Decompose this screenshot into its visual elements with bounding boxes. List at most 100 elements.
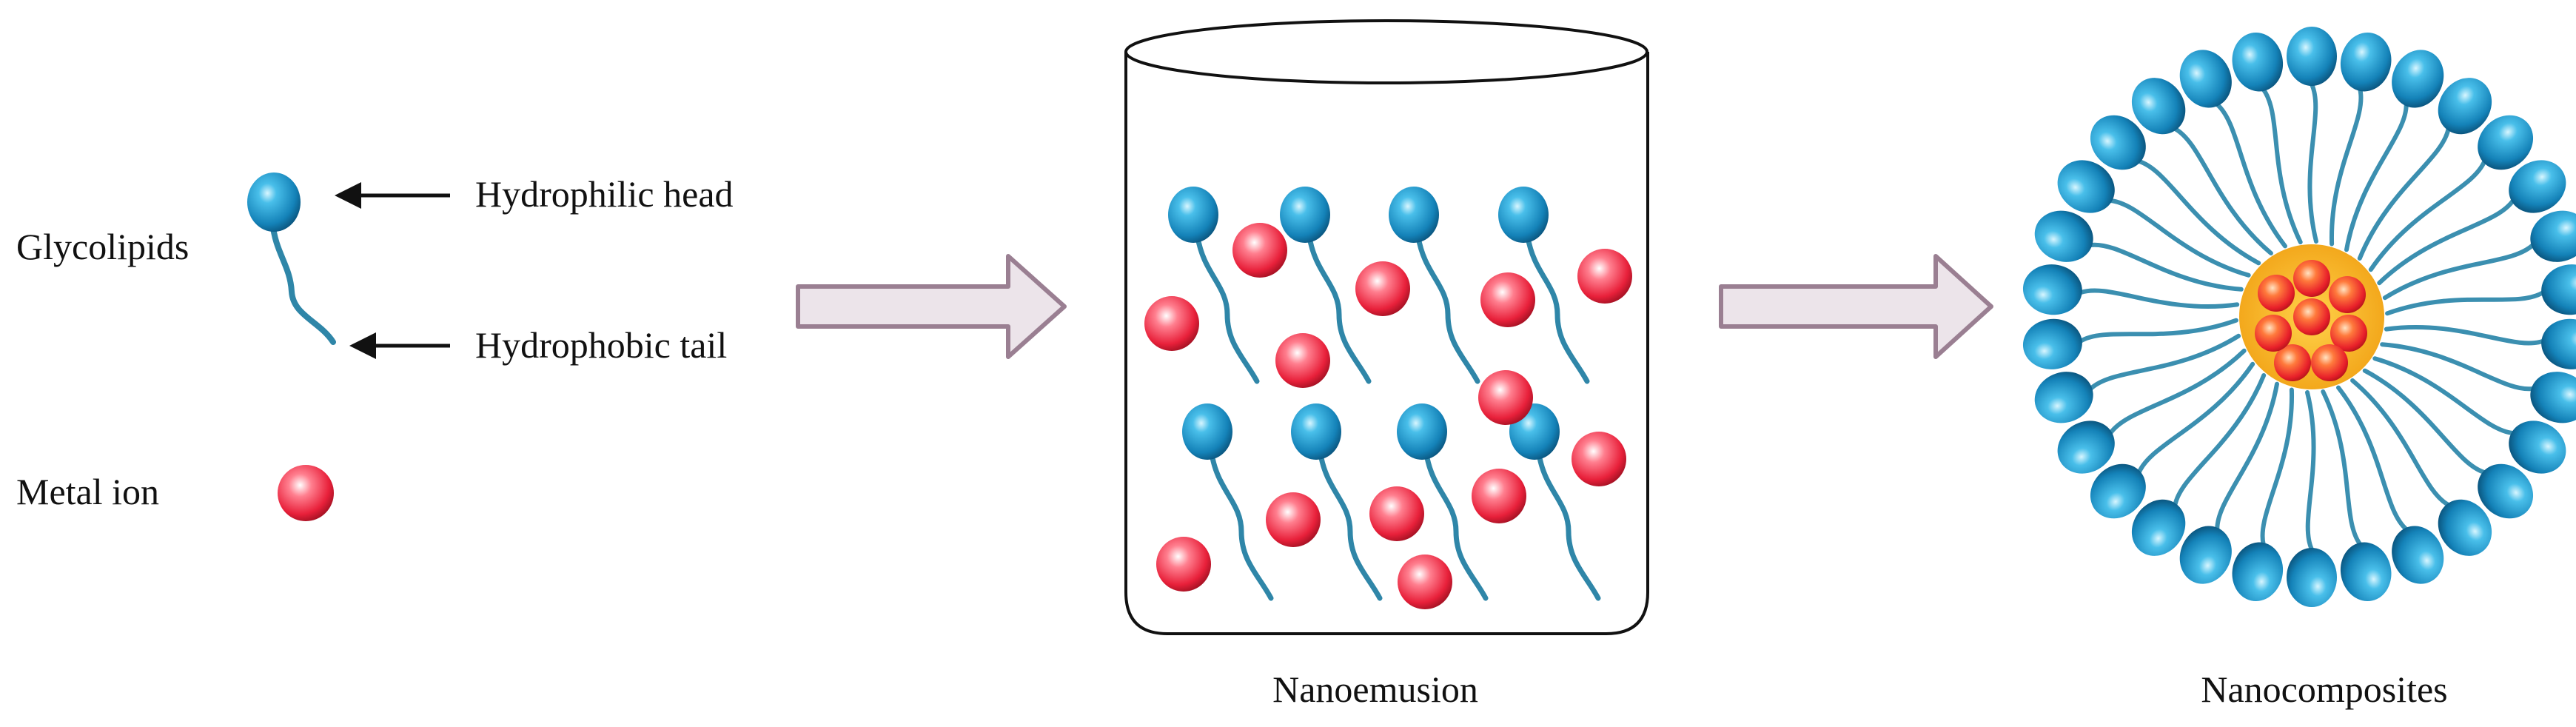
metal-ion-icon	[1275, 333, 1330, 388]
tail-pointer-arrow	[349, 332, 450, 359]
glycolipid-head	[1182, 403, 1232, 460]
hydrophobic-tail-label: Hydrophobic tail	[475, 324, 727, 366]
glycolipid-head	[2131, 499, 2186, 556]
glycolipid-tail	[2362, 368, 2487, 475]
glycolipid-tail	[2372, 356, 2515, 435]
glycolipid-head	[247, 172, 301, 232]
core-metal-ion-icon	[2258, 275, 2295, 312]
glycolipid-head	[2034, 372, 2093, 423]
glycolipid-tail	[2336, 385, 2409, 532]
glycolipid-head	[2340, 32, 2392, 92]
glycolipid-tail	[2136, 361, 2255, 475]
glycolipid-head	[2541, 318, 2576, 369]
glycolipid-head	[1280, 187, 1330, 243]
legend: Glycolipids Hydrophilic head Hydrophobic…	[16, 172, 734, 521]
core-metal-ion-icon	[2330, 315, 2367, 352]
glycolipid-head	[2392, 526, 2444, 584]
glycolipid-head	[2438, 499, 2492, 556]
glycolipid-tail	[2173, 127, 2273, 255]
glycolipid-tail	[2305, 390, 2316, 552]
core-metal-ion-icon	[2293, 298, 2330, 335]
glycolipid-head	[2541, 264, 2576, 315]
glycolipid-icon	[1291, 403, 1383, 601]
glycolipid-head	[1168, 187, 1218, 243]
head-pointer-arrow	[335, 182, 450, 209]
glycolipid-head	[2179, 526, 2232, 584]
glycolipid-icon	[1182, 403, 1274, 601]
glycolipid-tail	[1536, 451, 1601, 601]
glycolipid-tail	[2368, 158, 2487, 272]
glycolipid-head	[2090, 115, 2146, 170]
hydrophilic-head-label: Hydrophilic head	[475, 173, 734, 215]
glycolipid-tail	[2330, 87, 2364, 247]
core-metal-ion-icon	[2311, 344, 2348, 381]
glycolipid-head	[2509, 421, 2566, 474]
glycolipid-head	[2022, 264, 2082, 315]
glycolipid-tail	[1307, 234, 1372, 384]
glycolipid-tail	[2384, 324, 2546, 346]
glycolipid-tail	[1423, 451, 1489, 601]
metal-ion-icon	[1478, 370, 1533, 425]
core-metal-ion-icon	[2293, 260, 2330, 297]
glycolipid-icon	[247, 172, 336, 345]
glycolipid-icon	[1280, 187, 1372, 384]
glycolipid-head	[2057, 160, 2115, 213]
glycolipid-head	[2340, 542, 2392, 602]
glycolipid-head	[2034, 210, 2093, 262]
glycolipid-tail	[2321, 389, 2363, 547]
glycolipids-label: Glycolipids	[16, 226, 189, 267]
glycolipid-tail	[1415, 234, 1480, 384]
glycolipid-icon	[1397, 403, 1489, 601]
glycolipid-tail	[269, 219, 336, 345]
glycolipid-head	[2179, 50, 2232, 108]
glycolipid-head	[2287, 27, 2337, 86]
glycolipid-tail	[2382, 243, 2535, 301]
glycolipid-tail	[2380, 342, 2535, 392]
glycolipid-head	[2022, 318, 2082, 369]
nanoemulsion-contents	[1144, 187, 1632, 609]
glycolipid-tail	[2078, 318, 2238, 344]
glycolipid-tail	[2078, 288, 2240, 309]
glycolipid-tail	[2136, 158, 2261, 266]
glycolipid-tail	[2344, 102, 2409, 252]
glycolipid-tail	[2088, 242, 2244, 292]
glycolipid-tail	[2261, 87, 2303, 244]
glycolipid-icon	[1498, 187, 1590, 384]
glycolipid-head	[2392, 50, 2444, 108]
metal-ion-icon	[1232, 223, 1287, 278]
core-metal-ion-icon	[2329, 276, 2366, 313]
metal-ion-icon	[1472, 469, 1526, 523]
glycolipid-tail	[2215, 102, 2287, 249]
glycolipid-tail	[2173, 373, 2267, 507]
metal-ion-icon	[1577, 249, 1632, 304]
glycolipid-head	[2509, 160, 2566, 213]
metal-ion-icon	[1355, 261, 1410, 316]
metal-ion-icon	[1572, 432, 1626, 486]
glycolipid-head	[1389, 187, 1439, 243]
metal-ion-icon	[1266, 492, 1321, 547]
glycolipid-tail	[1209, 451, 1274, 601]
glycolipid-head	[1397, 403, 1447, 460]
glycolipid-head	[2530, 210, 2576, 262]
glycolipid-head	[2232, 32, 2284, 92]
glycolipid-head	[1498, 187, 1549, 243]
process-arrow-icon	[796, 254, 1067, 359]
metal-ion-icon	[1398, 555, 1452, 609]
glycolipid-tail	[2088, 333, 2241, 391]
glycolipid-tail	[2350, 378, 2451, 507]
core-metal-ion-icon	[2274, 344, 2311, 381]
glycolipid-tail	[2215, 381, 2279, 532]
glycolipid-head	[2131, 78, 2186, 135]
micelle-heads	[2022, 27, 2576, 607]
glycolipid-tail	[2108, 348, 2247, 435]
nanocomposites-label: Nanocomposites	[2201, 669, 2447, 710]
beaker-rim	[1124, 19, 1648, 84]
glycolipid-icon	[1389, 187, 1480, 384]
core-metal-ion-icon	[2255, 315, 2292, 352]
metal-ion-icon	[1144, 296, 1199, 351]
process-arrow-icon	[1719, 254, 1993, 359]
glycolipid-head	[1291, 403, 1341, 460]
nanoemulsion-label: Nanoemusion	[1272, 669, 1478, 710]
glycolipid-head	[2478, 463, 2534, 519]
